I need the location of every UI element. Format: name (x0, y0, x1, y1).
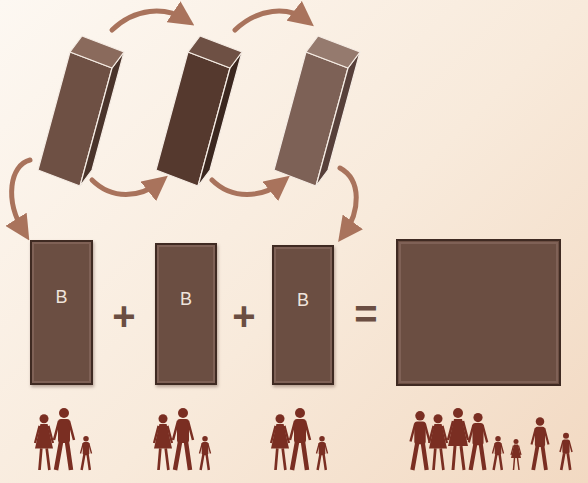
family-silhouettes (35, 408, 572, 470)
person-silhouette (35, 414, 53, 470)
bar-3d (38, 36, 124, 186)
operator-symbol: + (232, 294, 255, 338)
person-silhouette (290, 408, 310, 470)
operator-symbol: = (354, 292, 377, 336)
bar-face (80, 52, 124, 186)
bar-box: B (30, 240, 93, 385)
curved-arrow (212, 180, 282, 195)
person-silhouette (411, 411, 430, 470)
bar-face (70, 36, 124, 68)
person-silhouette (271, 414, 289, 470)
curved-arrow (92, 180, 160, 195)
person-silhouette (511, 439, 521, 470)
bar-letter: B (274, 289, 332, 311)
person-silhouette (173, 408, 193, 470)
person-silhouette (429, 414, 447, 470)
bar-letter: B (32, 286, 91, 308)
curved-arrow (340, 168, 356, 234)
person-silhouette (469, 413, 487, 470)
person-silhouette (317, 436, 328, 470)
combined-bar-edge (400, 243, 557, 382)
person-silhouette (560, 433, 572, 470)
bar-3d (274, 36, 360, 186)
combined-bar (397, 240, 560, 385)
person-silhouette (200, 436, 211, 470)
curved-arrow (12, 160, 30, 232)
bar-letter: B (157, 288, 215, 310)
curved-arrow (235, 11, 306, 30)
bar-face (188, 36, 242, 68)
chocolate-bars (38, 36, 360, 186)
bar-face (316, 52, 360, 186)
bar-face (306, 36, 360, 68)
person-silhouette (81, 436, 92, 470)
person-silhouette (493, 436, 504, 470)
bar-3d (156, 36, 242, 186)
curved-arrow (112, 11, 186, 30)
bar-box: B (272, 245, 334, 385)
flow-arrows (12, 11, 357, 234)
person-silhouette (54, 408, 74, 470)
person-silhouette (154, 414, 172, 470)
operator-symbol: + (112, 294, 135, 338)
person-silhouette (448, 408, 468, 470)
bar-face (198, 52, 242, 186)
person-silhouette (532, 417, 549, 470)
bar-box: B (155, 243, 217, 385)
